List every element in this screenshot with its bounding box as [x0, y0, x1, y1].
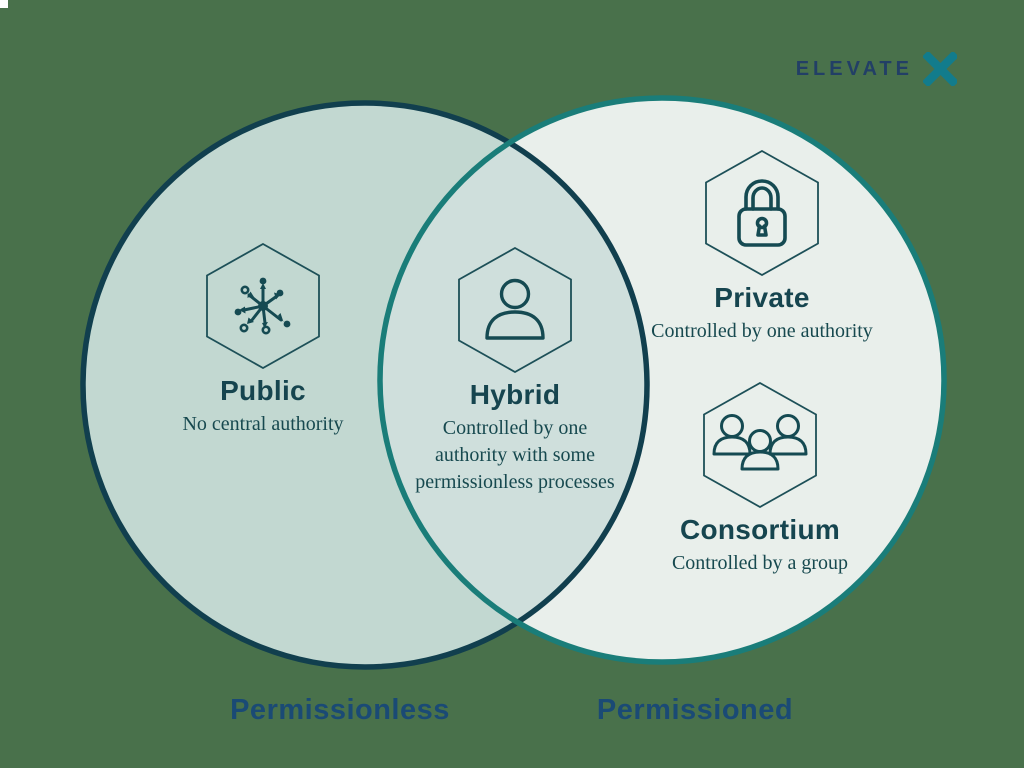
public-description: No central authority [182, 413, 344, 435]
corner-artifact [0, 0, 8, 8]
lock-icon [737, 179, 787, 247]
private-hexagon [705, 149, 819, 277]
elevate-x-icon [923, 52, 957, 86]
consortium-hexagon [703, 381, 817, 509]
left-circle-outline [80, 100, 650, 670]
hexagon-outline [703, 381, 817, 509]
overlap-region [380, 103, 647, 662]
consortium-description: Controlled by a group [671, 552, 849, 574]
hybrid-description: Controlled by one authority with some pe… [415, 417, 615, 493]
hexagon-outline [458, 246, 572, 374]
elevate-wordmark: ELEVATE [795, 57, 913, 80]
hybrid-hexagon [458, 246, 572, 374]
hexagon-outline [206, 242, 320, 370]
permissioned-label: Permissioned [596, 694, 794, 726]
hybrid-heading: Hybrid [469, 379, 561, 410]
section-hybrid: Hybrid Controlled by one authority with … [405, 246, 625, 496]
section-consortium: Consortium Controlled by a group [625, 381, 895, 577]
right-circle-outline [377, 95, 947, 665]
elevate-logo: ELEVATE [796, 52, 957, 86]
hexagon-outline [705, 149, 819, 277]
person-icon [485, 278, 545, 340]
section-public: Public No central authority [133, 242, 393, 438]
private-heading: Private [714, 282, 810, 313]
consortium-heading: Consortium [679, 514, 841, 545]
people-icon [712, 414, 808, 471]
section-private: Private Controlled by one authority [632, 149, 892, 345]
network-icon [234, 277, 291, 335]
public-heading: Public [220, 375, 306, 406]
public-hexagon [206, 242, 320, 370]
permissionless-label: Permissionless [230, 694, 450, 726]
private-description: Controlled by one authority [651, 320, 873, 342]
